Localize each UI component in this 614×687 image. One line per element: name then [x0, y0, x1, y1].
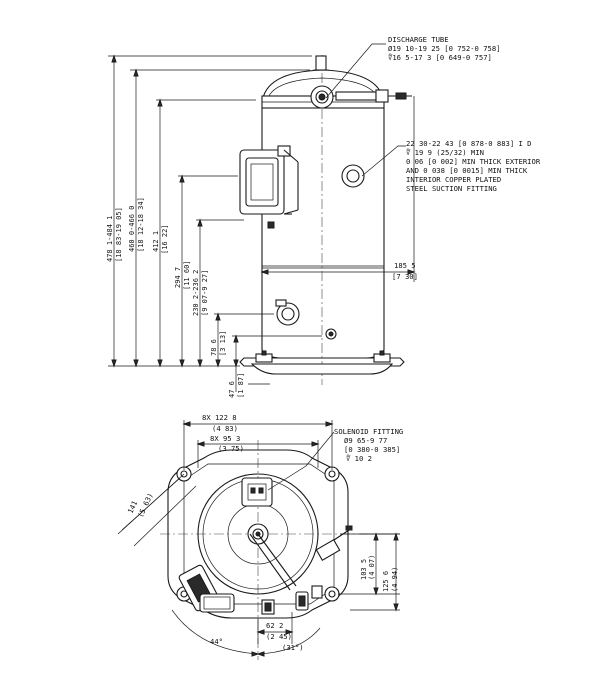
svg-text:SOLENOID FITTING: SOLENOID FITTING	[334, 427, 403, 436]
dim-height-476-inch: [1 87]	[237, 373, 245, 398]
dim-height-412: 412 1	[152, 231, 160, 252]
suction-fitting-label: 22 30-22 43 [0 878-0 883] I D ∜ 19 9 (25…	[405, 139, 541, 193]
dim-height-412-inch: [16 22]	[161, 224, 169, 254]
svg-text:AND 0 038 [0 0015] MIN THICK: AND 0 038 [0 0015] MIN THICK	[406, 166, 528, 175]
dim-offset-622: 62 2	[266, 621, 283, 630]
dim-angle-31: (31°)	[282, 643, 304, 652]
top-plan-view	[117, 420, 400, 660]
dim-height-230: 230 2-236 2	[192, 270, 200, 316]
vertical-dimension-labels: 478 1-484 1 [18 83-19 05] 460 0-466 0 [1…	[106, 197, 245, 398]
dim-width-1855-inch: [7 30]	[392, 272, 418, 281]
dim-overall-height: 478 1-484 1	[106, 216, 114, 262]
dim-depth-1035-inch: (4 07)	[368, 555, 376, 580]
dim-height-460-inch: [18 12-18 34]	[137, 197, 145, 252]
dim-height-460: 460 0-466 0	[128, 206, 136, 252]
dim-bolt-953-inch: (3 75)	[218, 444, 244, 453]
svg-text:Ø9 65-9 77: Ø9 65-9 77	[344, 436, 387, 445]
svg-text:∜ 10 2: ∜ 10 2	[345, 454, 372, 463]
svg-text:0 06 [0 002] MIN THICK EXTERIO: 0 06 [0 002] MIN THICK EXTERIOR	[406, 157, 541, 166]
svg-text:22 30-22 43 [0 878-0 883] I D: 22 30-22 43 [0 878-0 883] I D	[406, 139, 532, 148]
dim-diag-141-inch: (5 63)	[136, 492, 155, 519]
dim-depth-1035: 103 5	[360, 559, 368, 580]
dim-height-230-inch: [9 07-9 27]	[201, 270, 209, 316]
side-elevation-view	[108, 43, 416, 392]
dim-angle-44: 44°	[210, 637, 223, 646]
dim-overall-height-inch: [18 83-19 05]	[115, 207, 123, 262]
dim-depth-1256-inch: (4 94)	[391, 567, 399, 592]
dim-bolt-1228-inch: (4 83)	[212, 424, 238, 433]
svg-text:INTERIOR COPPER PLATED: INTERIOR COPPER PLATED	[406, 175, 501, 184]
dim-height-476: 47 6	[228, 381, 236, 398]
svg-text:[0 380-0 385]: [0 380-0 385]	[344, 445, 400, 454]
dim-height-2947: 294 7	[174, 267, 182, 288]
dim-bolt-1228: 8X 122 8	[202, 413, 237, 422]
svg-text:∜ 19 9 (25/32) MIN: ∜ 19 9 (25/32) MIN	[405, 148, 484, 157]
dim-height-786: 78 6	[210, 339, 218, 356]
svg-text:∜16 5-17 3 [0 649-0 757]: ∜16 5-17 3 [0 649-0 757]	[387, 53, 492, 62]
dim-width-1855: 185 5	[394, 261, 416, 270]
discharge-tube-label: DISCHARGE TUBE Ø19 10-19 25 [0 752-0 758…	[387, 35, 501, 62]
svg-text:STEEL SUCTION FITTING: STEEL SUCTION FITTING	[406, 184, 497, 193]
svg-text:DISCHARGE TUBE: DISCHARGE TUBE	[388, 35, 449, 44]
dim-bolt-953: 8X 95 3	[210, 434, 240, 443]
svg-text:Ø19 10-19 25 [0 752-0 758]: Ø19 10-19 25 [0 752-0 758]	[388, 44, 501, 53]
dim-offset-622-inch: (2 45)	[266, 632, 292, 641]
dim-height-786-inch: [3 13]	[219, 331, 227, 356]
dim-height-2947-inch: [11 60]	[183, 260, 191, 290]
solenoid-fitting-label: SOLENOID FITTING Ø9 65-9 77 [0 380-0 385…	[334, 427, 403, 463]
dim-depth-1256: 125 6	[382, 571, 390, 592]
